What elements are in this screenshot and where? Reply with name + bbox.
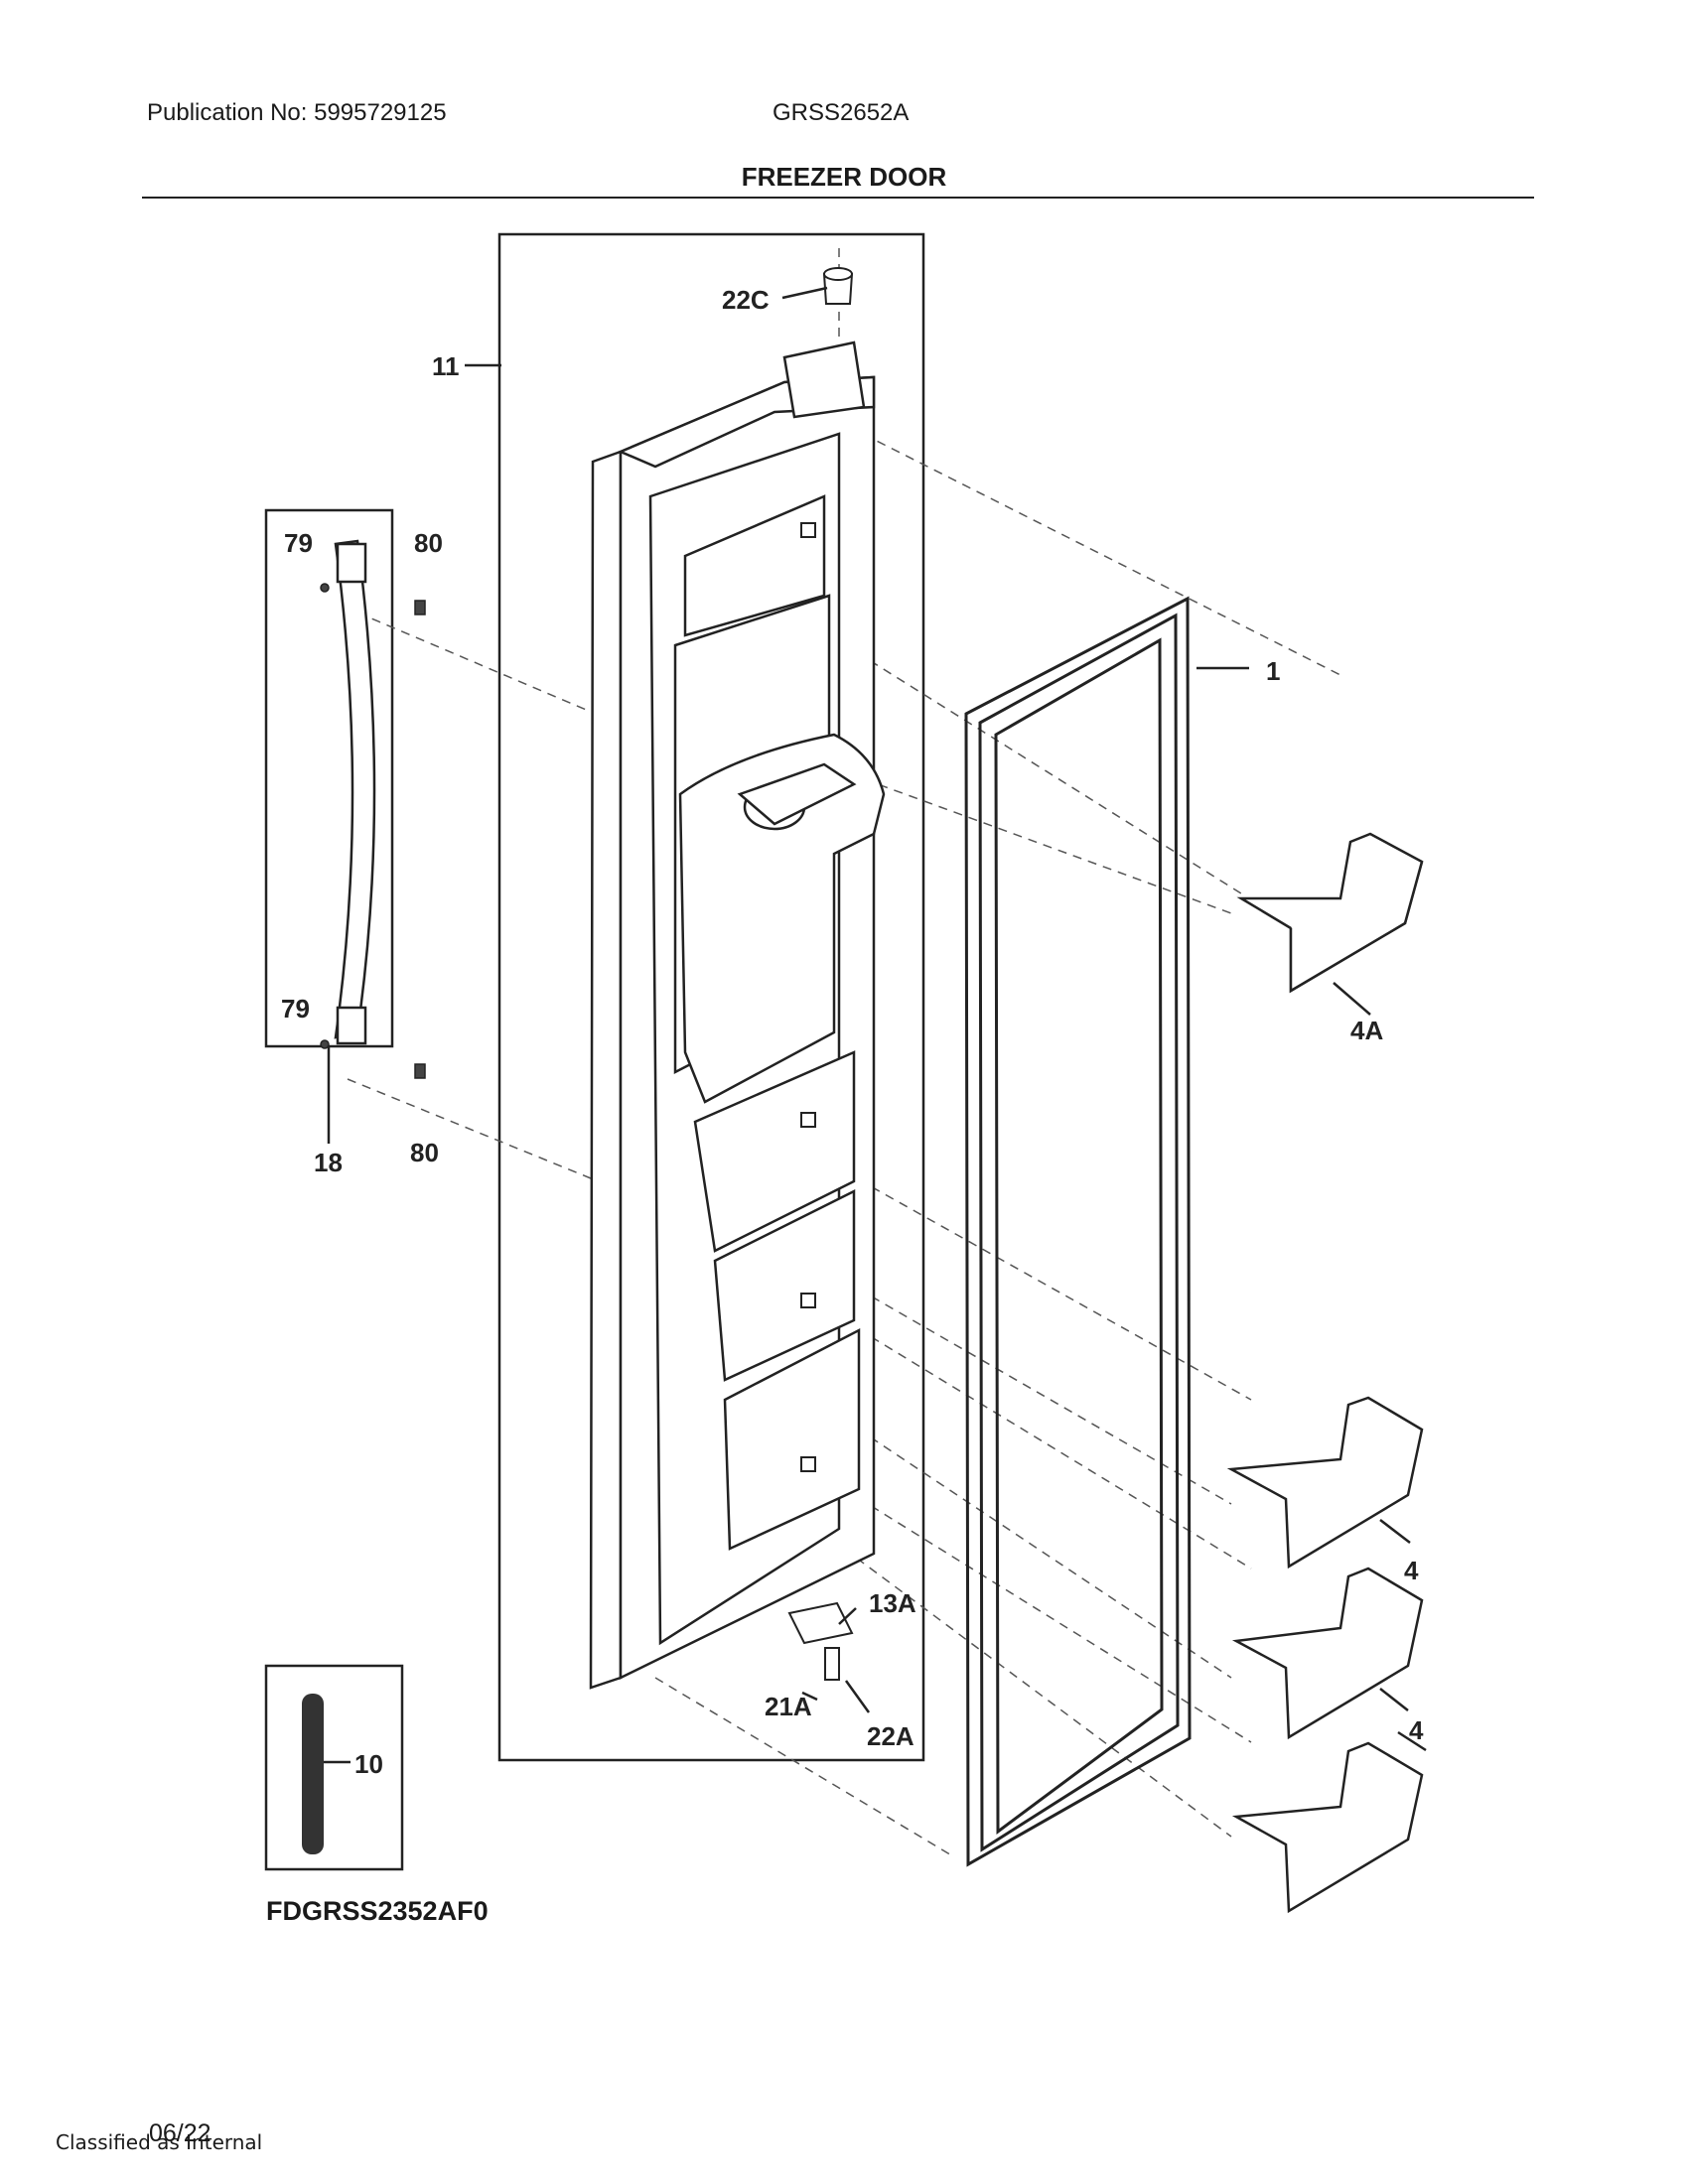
publication-date: 06/22 xyxy=(149,2119,211,2147)
callout-4A: 4A xyxy=(1350,1016,1383,1045)
diagram-code: FDGRSS2352AF0 xyxy=(266,1896,489,1926)
callout-21A: 21A xyxy=(765,1692,812,1721)
callout-79-top: 79 xyxy=(284,528,313,558)
callout-79-bottom: 79 xyxy=(281,994,310,1024)
callout-10: 10 xyxy=(354,1749,383,1779)
freezer-door-body xyxy=(589,341,886,1690)
classification-label: Classified as Internal xyxy=(56,2130,263,2154)
page-title: FREEZER DOOR xyxy=(741,162,947,192)
header-rule xyxy=(142,197,1534,199)
water-line-tube xyxy=(302,1694,324,1854)
callout-13A: 13A xyxy=(869,1588,916,1618)
callout-4-lower: 4 xyxy=(1409,1715,1424,1745)
leader-lines xyxy=(324,286,1427,1764)
projection-lines xyxy=(347,248,1341,1857)
model-number: GRSS2652A xyxy=(773,99,910,126)
door-gasket xyxy=(964,596,1192,1867)
door-bins xyxy=(1226,832,1424,1914)
callout-22C: 22C xyxy=(722,285,770,315)
callout-4-upper: 4 xyxy=(1404,1556,1419,1585)
door-assembly-frame xyxy=(497,232,925,1762)
callout-1: 1 xyxy=(1266,656,1280,686)
fittings xyxy=(787,267,854,1681)
gasket-box xyxy=(264,1664,404,1871)
callout-22A: 22A xyxy=(867,1721,914,1751)
door-handle xyxy=(334,539,376,1045)
callout-80-top: 80 xyxy=(414,528,443,558)
callout-18: 18 xyxy=(314,1148,343,1177)
callout-11: 11 xyxy=(432,351,460,381)
callout-80-bottom: 80 xyxy=(410,1138,439,1167)
publication-number: Publication No: 5995729125 xyxy=(147,99,447,126)
